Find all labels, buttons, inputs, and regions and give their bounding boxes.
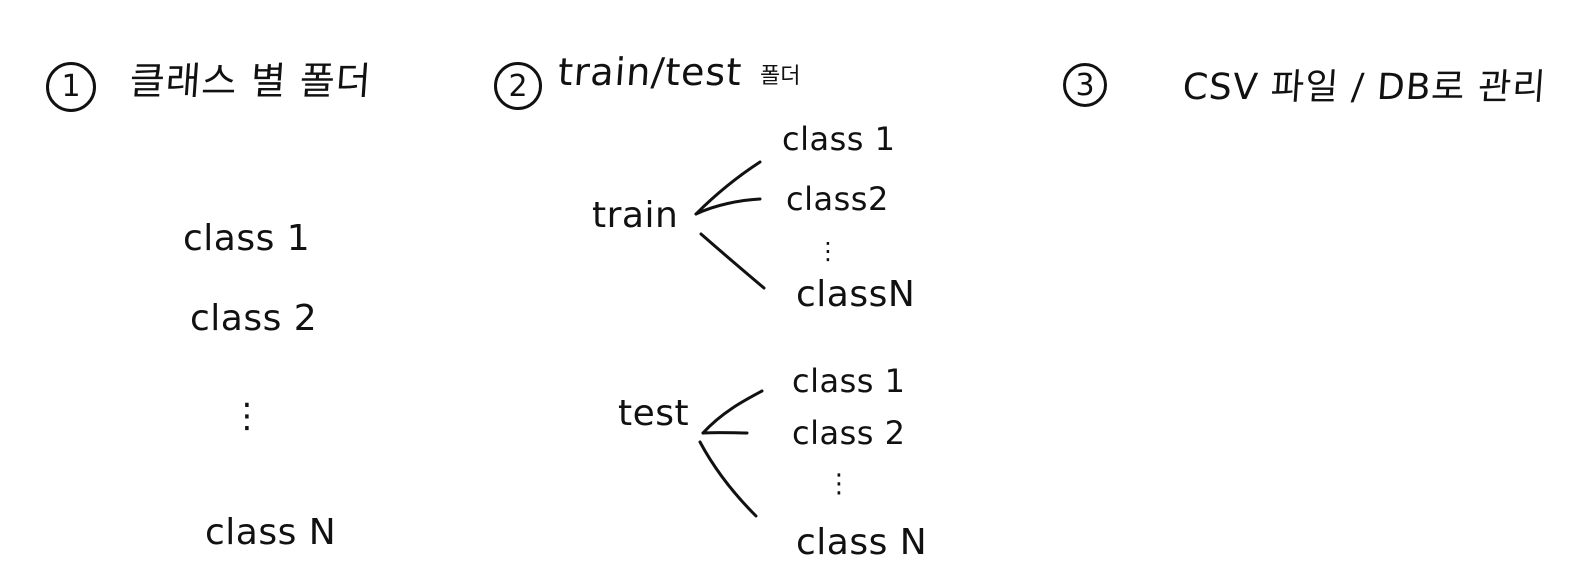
section1-class-1: class 1 [183,218,311,259]
train-class-2: class2 [786,180,889,218]
train-branch-to-class2 [694,197,762,216]
train-branch-to-classn [699,232,766,290]
train-label: train [592,195,679,236]
train-class-1: class 1 [782,120,896,158]
test-class-n: class N [796,522,928,563]
section3-number-badge: 3 [1063,63,1107,107]
train-branch-to-class1 [694,160,762,216]
section1-class-2: class 2 [190,298,318,339]
test-branch-to-classn [698,440,758,518]
section3-number: 3 [1075,68,1095,103]
section2-number-badge: 2 [494,62,542,110]
section2-title: train/test [556,50,744,94]
section1-ellipsis: ⋮ [230,396,264,436]
train-ellipsis: ⋮ [816,237,840,265]
train-class-n: classN [796,274,916,315]
test-class-1: class 1 [792,362,906,400]
section1-class-n: class N [205,512,337,553]
section3-title: CSV 파일 / DB로 관리 [1181,67,1548,108]
section1-number-badge: 1 [46,62,96,112]
section2-number: 2 [508,69,528,104]
test-class-2: class 2 [792,414,906,452]
test-branch-to-class1 [701,389,764,435]
section2-title-suffix: 폴더 [760,64,801,89]
test-label: test [618,393,690,434]
test-ellipsis: ⋮ [826,469,852,499]
section1-title: 클래스 별 폴더 [128,59,374,103]
section1-number: 1 [61,69,81,104]
